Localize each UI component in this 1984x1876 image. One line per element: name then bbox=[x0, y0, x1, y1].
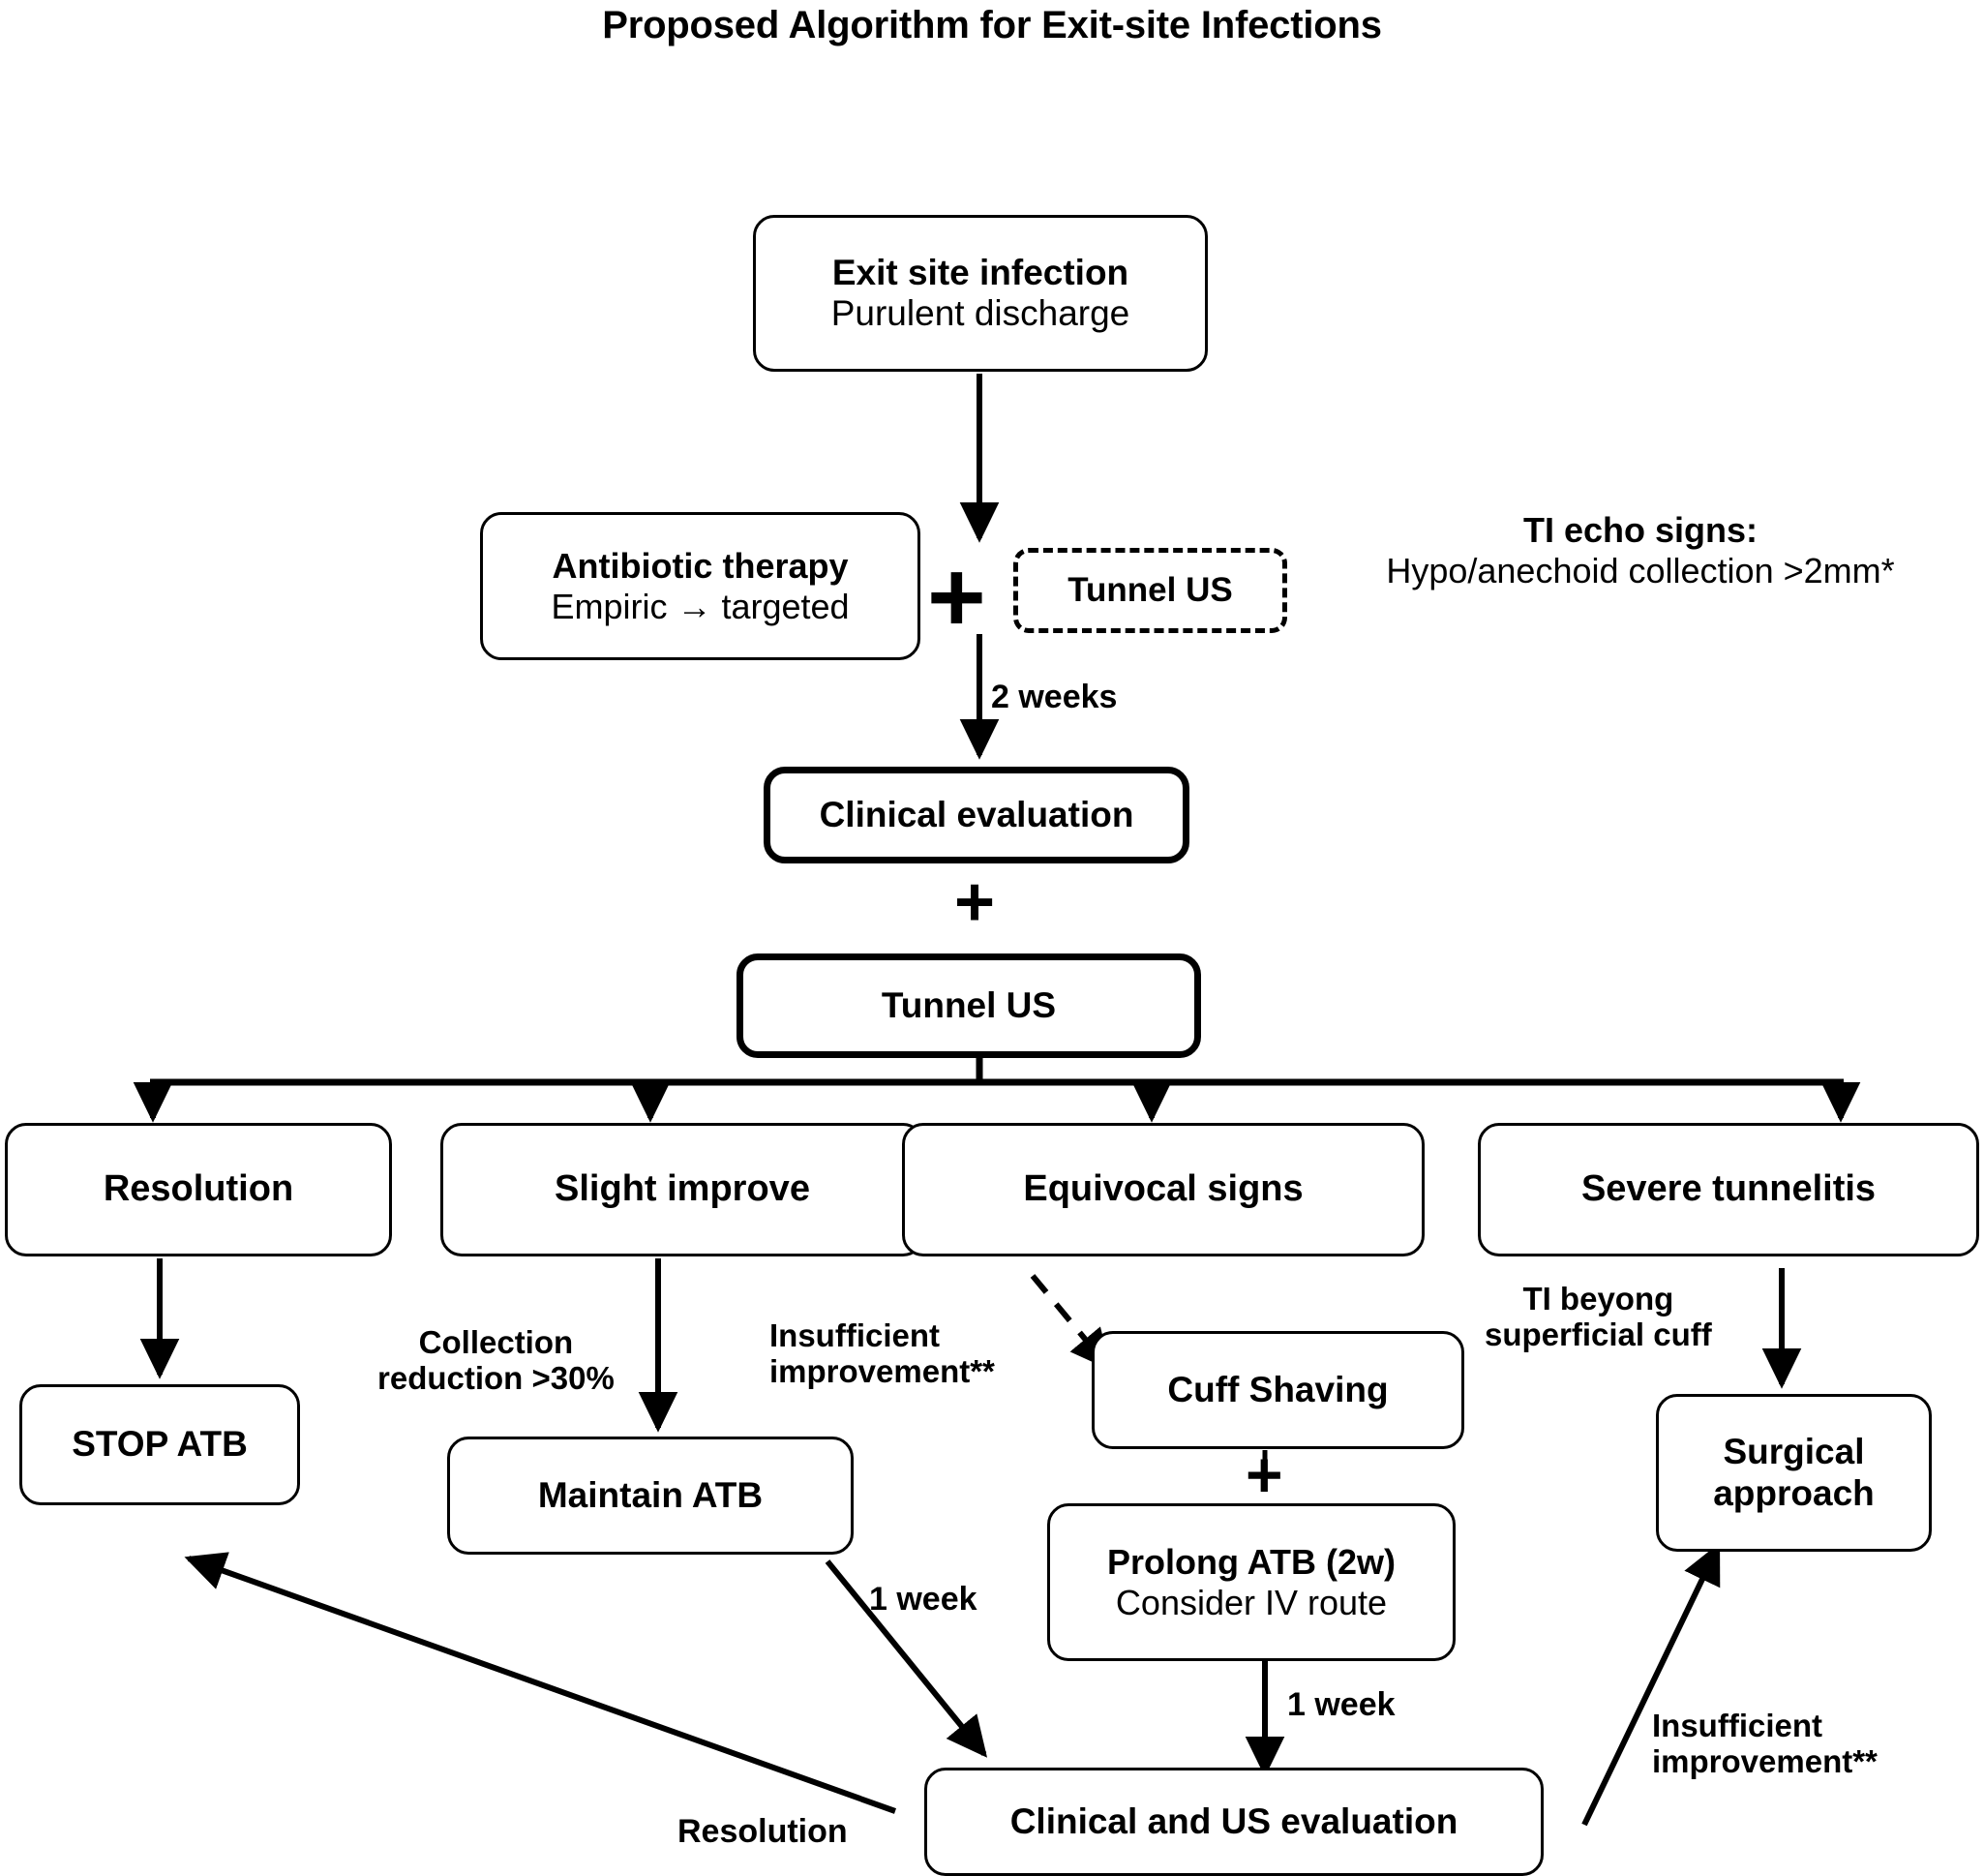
edge-label-ti-beyond-superficial-cuff: TI beyong superficial cuff bbox=[1485, 1281, 1712, 1352]
node-tunnel-us-label: Tunnel US bbox=[881, 984, 1057, 1025]
node-resolution-label: Resolution bbox=[103, 1168, 294, 1210]
edge-label-collection-reduction: Collection reduction >30% bbox=[377, 1324, 615, 1396]
plus-sign-clinicaleval-tunnelus: + bbox=[954, 863, 996, 941]
node-tunnel-us-optional-label: Tunnel US bbox=[1067, 571, 1233, 610]
node-equivocal-signs[interactable]: Equivocal signs bbox=[902, 1123, 1425, 1256]
node-exit-site-infection-line2: Purulent discharge bbox=[830, 293, 1130, 333]
node-antibiotic-therapy[interactable]: Antibiotic therapy Empiric → targeted bbox=[480, 512, 920, 660]
node-stop-atb[interactable]: STOP ATB bbox=[19, 1384, 300, 1505]
note-ti-echo-signs-line2: Hypo/anechoid collection >2mm* bbox=[1386, 551, 1895, 591]
edge-label-insufficient-improvement-right: Insufficient improvement** bbox=[1652, 1708, 1878, 1779]
note-ti-echo-signs-line1: TI echo signs: bbox=[1522, 510, 1759, 550]
node-antibiotic-therapy-line2: Empiric → targeted bbox=[551, 586, 850, 626]
edge-clinicalus-to-surgical bbox=[1581, 1542, 1721, 1827]
note-ti-echo-signs: TI echo signs: Hypo/anechoid collection … bbox=[1311, 510, 1969, 592]
node-surgical-approach-line1: Surgical bbox=[1723, 1432, 1865, 1472]
node-stop-atb-label: STOP ATB bbox=[72, 1424, 248, 1465]
edge-label-insufficient-improvement-left: Insufficient improvement** bbox=[769, 1317, 995, 1389]
node-clinical-and-us-evaluation[interactable]: Clinical and US evaluation bbox=[924, 1768, 1544, 1876]
node-equivocal-signs-label: Equivocal signs bbox=[1023, 1168, 1304, 1210]
node-resolution[interactable]: Resolution bbox=[5, 1123, 392, 1256]
node-slight-improve[interactable]: Slight improve bbox=[440, 1123, 924, 1256]
page-title: Proposed Algorithm for Exit-site Infecti… bbox=[602, 4, 1382, 46]
node-severe-tunnelitis-label: Severe tunnelitis bbox=[1580, 1168, 1877, 1210]
edge-label-two-weeks: 2 weeks bbox=[991, 679, 1118, 715]
plus-sign-cuffshaving-prolong: + bbox=[1246, 1438, 1283, 1510]
edge-label-resolution-return: Resolution bbox=[677, 1813, 848, 1850]
node-prolong-atb[interactable]: Prolong ATB (2w) Consider IV route bbox=[1047, 1503, 1456, 1661]
node-tunnel-us-optional[interactable]: Tunnel US bbox=[1013, 548, 1287, 633]
node-tunnel-us[interactable]: Tunnel US bbox=[736, 953, 1201, 1058]
node-maintain-atb-label: Maintain ATB bbox=[537, 1474, 764, 1515]
edge-label-one-week-vertical: 1 week bbox=[1287, 1686, 1396, 1723]
edge-clinicalus-to-resolution-return bbox=[184, 1552, 897, 1814]
node-prolong-atb-line1: Prolong ATB (2w) bbox=[1107, 1542, 1396, 1583]
node-exit-site-infection-line1: Exit site infection bbox=[831, 252, 1129, 292]
node-surgical-approach-line2: approach bbox=[1713, 1472, 1875, 1513]
node-antibiotic-therapy-line1: Antibiotic therapy bbox=[552, 546, 849, 587]
node-prolong-atb-line2: Consider IV route bbox=[1115, 1582, 1388, 1622]
node-slight-improve-label: Slight improve bbox=[555, 1168, 810, 1210]
node-clinical-evaluation-label: Clinical evaluation bbox=[819, 794, 1134, 834]
node-cuff-shaving[interactable]: Cuff Shaving bbox=[1092, 1331, 1464, 1449]
node-severe-tunnelitis[interactable]: Severe tunnelitis bbox=[1478, 1123, 1979, 1256]
node-surgical-approach[interactable]: Surgical approach bbox=[1656, 1394, 1932, 1552]
edge-label-one-week-diagonal: 1 week bbox=[869, 1581, 977, 1618]
plus-sign-therapy-tunnelus: + bbox=[927, 541, 986, 653]
node-cuff-shaving-label: Cuff Shaving bbox=[1167, 1369, 1389, 1409]
node-maintain-atb[interactable]: Maintain ATB bbox=[447, 1437, 854, 1555]
node-exit-site-infection[interactable]: Exit site infection Purulent discharge bbox=[753, 215, 1208, 372]
node-clinical-and-us-evaluation-label: Clinical and US evaluation bbox=[1009, 1800, 1458, 1841]
node-clinical-evaluation[interactable]: Clinical evaluation bbox=[764, 767, 1189, 863]
